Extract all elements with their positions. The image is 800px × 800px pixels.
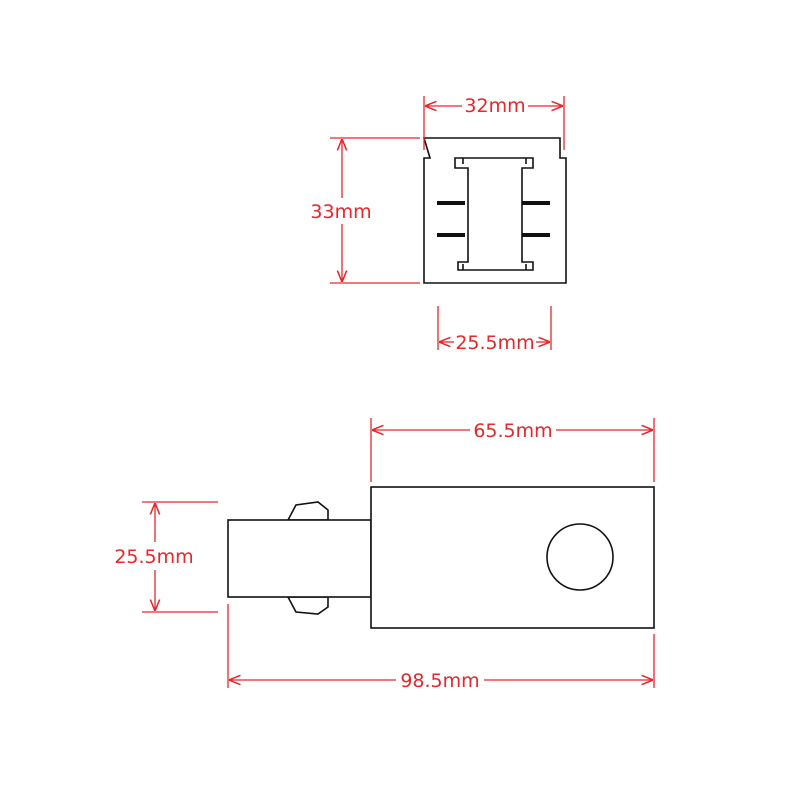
lower-tab	[286, 596, 329, 615]
connector-plug	[227, 519, 372, 598]
overall-length-label: 98.5mm	[400, 670, 479, 692]
side-view	[227, 486, 655, 629]
upper-tab	[286, 501, 329, 521]
dimension-65-5mm: 65.5mm	[370, 418, 655, 482]
end-view-width-label: 32mm	[464, 95, 525, 117]
end-view-inner-width-label: 25.5mm	[455, 332, 534, 354]
end-view-channel	[454, 157, 534, 271]
dimension-33mm: 33mm	[310, 137, 420, 284]
end-view	[422, 137, 567, 284]
dimension-32mm: 32mm	[423, 95, 565, 150]
round-hole	[546, 523, 614, 591]
end-view-height-label: 33mm	[310, 201, 371, 223]
dimension-98-5mm: 98.5mm	[227, 604, 655, 692]
dimension-25-5mm-top: 25.5mm	[437, 306, 552, 354]
end-view-slot	[462, 158, 527, 270]
side-height-label: 25.5mm	[114, 546, 193, 568]
dimension-25-5mm-side: 25.5mm	[114, 501, 218, 613]
body-length-label: 65.5mm	[473, 420, 552, 442]
